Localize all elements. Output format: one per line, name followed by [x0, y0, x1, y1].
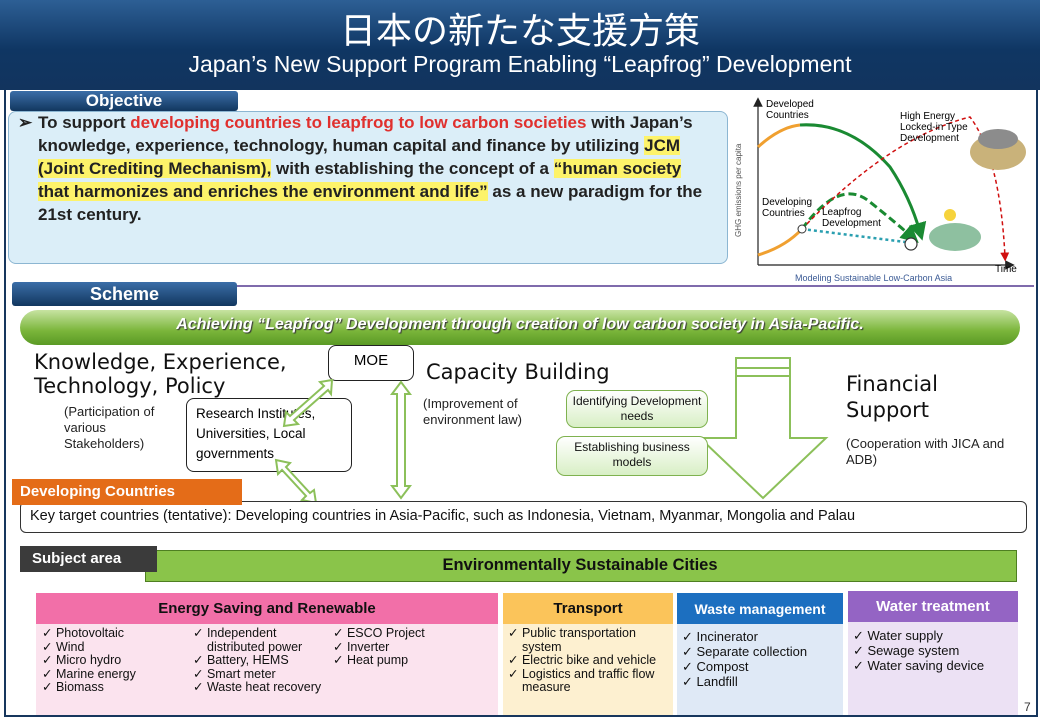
energy-header-bg — [36, 593, 498, 624]
developing-countries-tab: Developing Countries — [12, 479, 242, 505]
scheme-tab: Scheme — [12, 282, 237, 306]
knowledge-heading: Knowledge, Experience, Technology, Polic… — [34, 350, 287, 398]
cooperation-note: (Cooperation with JICA and ADB) — [846, 436, 1005, 467]
research-country-arrow — [274, 458, 318, 505]
list-item: Heat pump — [346, 653, 409, 667]
key-target-text: Key target countries (tentative): Develo… — [30, 508, 856, 524]
page-frame — [4, 90, 1038, 717]
financial-heading: Financial Support — [846, 372, 938, 422]
identifying-box: Identifying Development needs — [566, 390, 708, 428]
moe-research-arrow — [282, 378, 334, 428]
identifying-label: Identifying Development needs — [572, 394, 702, 423]
page-number: 7 — [1024, 700, 1031, 714]
improvement-note: (Improvement of environment law) — [423, 396, 522, 427]
energy-title: Energy Saving and Renewable — [158, 600, 376, 617]
env-sustainable-bar — [145, 550, 1017, 582]
sun-icon — [944, 209, 956, 221]
list-item: Sewage system — [867, 643, 960, 658]
list-item: Smart meter — [206, 666, 276, 681]
list-item: Electric bike and vehicle — [521, 653, 657, 667]
establishing-box: Establishing business models — [556, 436, 708, 476]
energy-col2: ✓ Independent distributed power ✓ Batter… — [193, 626, 322, 694]
objective-highlight-red: developing countries to leapfrog to low … — [130, 113, 587, 132]
transport-header-bg — [503, 593, 673, 624]
chart-label-developing: Developing Countries — [762, 197, 813, 219]
smog-cloud-icon — [978, 129, 1018, 149]
env-sustainable-title: Environmentally Sustainable Cities — [442, 556, 718, 574]
key-target-box — [20, 501, 1027, 533]
list-item: Waste heat recovery — [206, 680, 322, 694]
leapfrog-curve — [800, 192, 919, 243]
establishing-label: Establishing business models — [574, 440, 690, 469]
header-bar — [0, 0, 1040, 90]
participation-note: (Participation of various Stakeholders) — [64, 404, 155, 451]
moe-label: MOE — [353, 352, 389, 369]
list-item: Incinerator — [696, 629, 758, 644]
list-item: Marine energy — [55, 666, 136, 681]
capacity-heading: Capacity Building — [426, 360, 610, 384]
water-body-bg — [848, 622, 1018, 715]
banner-text: Achieving “Leapfrog” Development through… — [176, 316, 864, 333]
direct-path — [801, 227, 906, 244]
list-item: Compost — [696, 659, 749, 674]
page-subtitle: Japan’s New Support Program Enabling “Le… — [188, 51, 852, 77]
energy-col1: ✓ Photovoltaic ✓ Wind ✓ Micro hydro ✓ Ma… — [42, 626, 136, 694]
objective-text: ➢ To support developing countries to lea… — [18, 111, 708, 226]
chart-label-high-energy: High Energy Locked-in Type Development — [900, 111, 968, 144]
green-island-icon — [929, 223, 981, 251]
list-item: Water supply — [867, 628, 943, 643]
capacity-vertical-arrow — [390, 380, 412, 500]
developing-dot — [797, 224, 807, 234]
list-item: Wind — [55, 639, 85, 654]
list-item: Landfill — [696, 674, 738, 689]
developed-curve-green — [799, 123, 927, 241]
energy-col3: ✓ ESCO Project ✓ Inverter ✓ Heat pump — [333, 626, 425, 667]
waste-title: Waste management — [694, 601, 826, 617]
high-energy-curve — [801, 116, 1010, 262]
waste-header-bg — [677, 593, 843, 624]
list-item: Biomass — [55, 680, 104, 694]
list-item: Independent distributed power — [206, 626, 303, 654]
list-item: Separate collection — [696, 644, 808, 659]
list-item: Photovoltaic — [55, 626, 125, 640]
leapfrog-diagram: GHG emissions per capita Developed Count… — [734, 97, 1030, 285]
page-title: 日本の新たな支援方策 — [339, 11, 700, 52]
target-circle — [904, 237, 918, 251]
list-item: Logistics and traffic flow measure — [521, 666, 655, 694]
scheme-divider — [12, 285, 1034, 287]
subject-area-tab: Subject area — [20, 546, 157, 572]
water-header-bg — [848, 591, 1018, 622]
chart-label-developed: Developed Countries — [766, 99, 814, 121]
water-list: ✓ Water supply ✓ Sewage system ✓ Water s… — [853, 628, 985, 673]
financial-down-arrow — [697, 357, 829, 500]
objective-tab: Objective — [10, 91, 238, 111]
list-item: Battery, HEMS — [206, 653, 289, 667]
chart-caption: Modeling Sustainable Low-Carbon Asia — [795, 273, 953, 283]
leapfrog-banner — [20, 310, 1020, 345]
objective-part: as a new paradigm for the 21st century. — [38, 182, 703, 224]
list-item: ESCO Project — [346, 626, 425, 640]
water-title: Water treatment — [876, 598, 990, 615]
energy-body-bg — [36, 624, 498, 715]
list-item: Micro hydro — [55, 653, 122, 667]
chart-label-leapfrog: Leapfrog Development — [822, 207, 881, 229]
chart-xlabel: Time — [995, 264, 1017, 275]
waste-body-bg — [677, 624, 843, 715]
moe-box — [328, 345, 414, 381]
transport-title: Transport — [553, 600, 623, 617]
objective-part: To support — [38, 113, 131, 132]
list-item: Inverter — [346, 639, 390, 654]
objective-part: with establishing the concept of a — [271, 159, 554, 178]
arrow-bullet-icon: ➢ — [18, 113, 33, 132]
research-box — [186, 398, 352, 472]
list-item: Water saving device — [867, 658, 985, 673]
developed-curve-orange — [756, 123, 801, 149]
transport-body-bg — [503, 624, 673, 715]
list-item: Public transportation system — [521, 626, 636, 654]
waste-list: ✓ Incinerator ✓ Separate collection ✓ Co… — [682, 629, 808, 689]
transport-list: ✓ Public transportation system ✓ Electri… — [508, 626, 657, 694]
objective-part: with Japan’s knowledge, experience, tech… — [38, 113, 693, 155]
